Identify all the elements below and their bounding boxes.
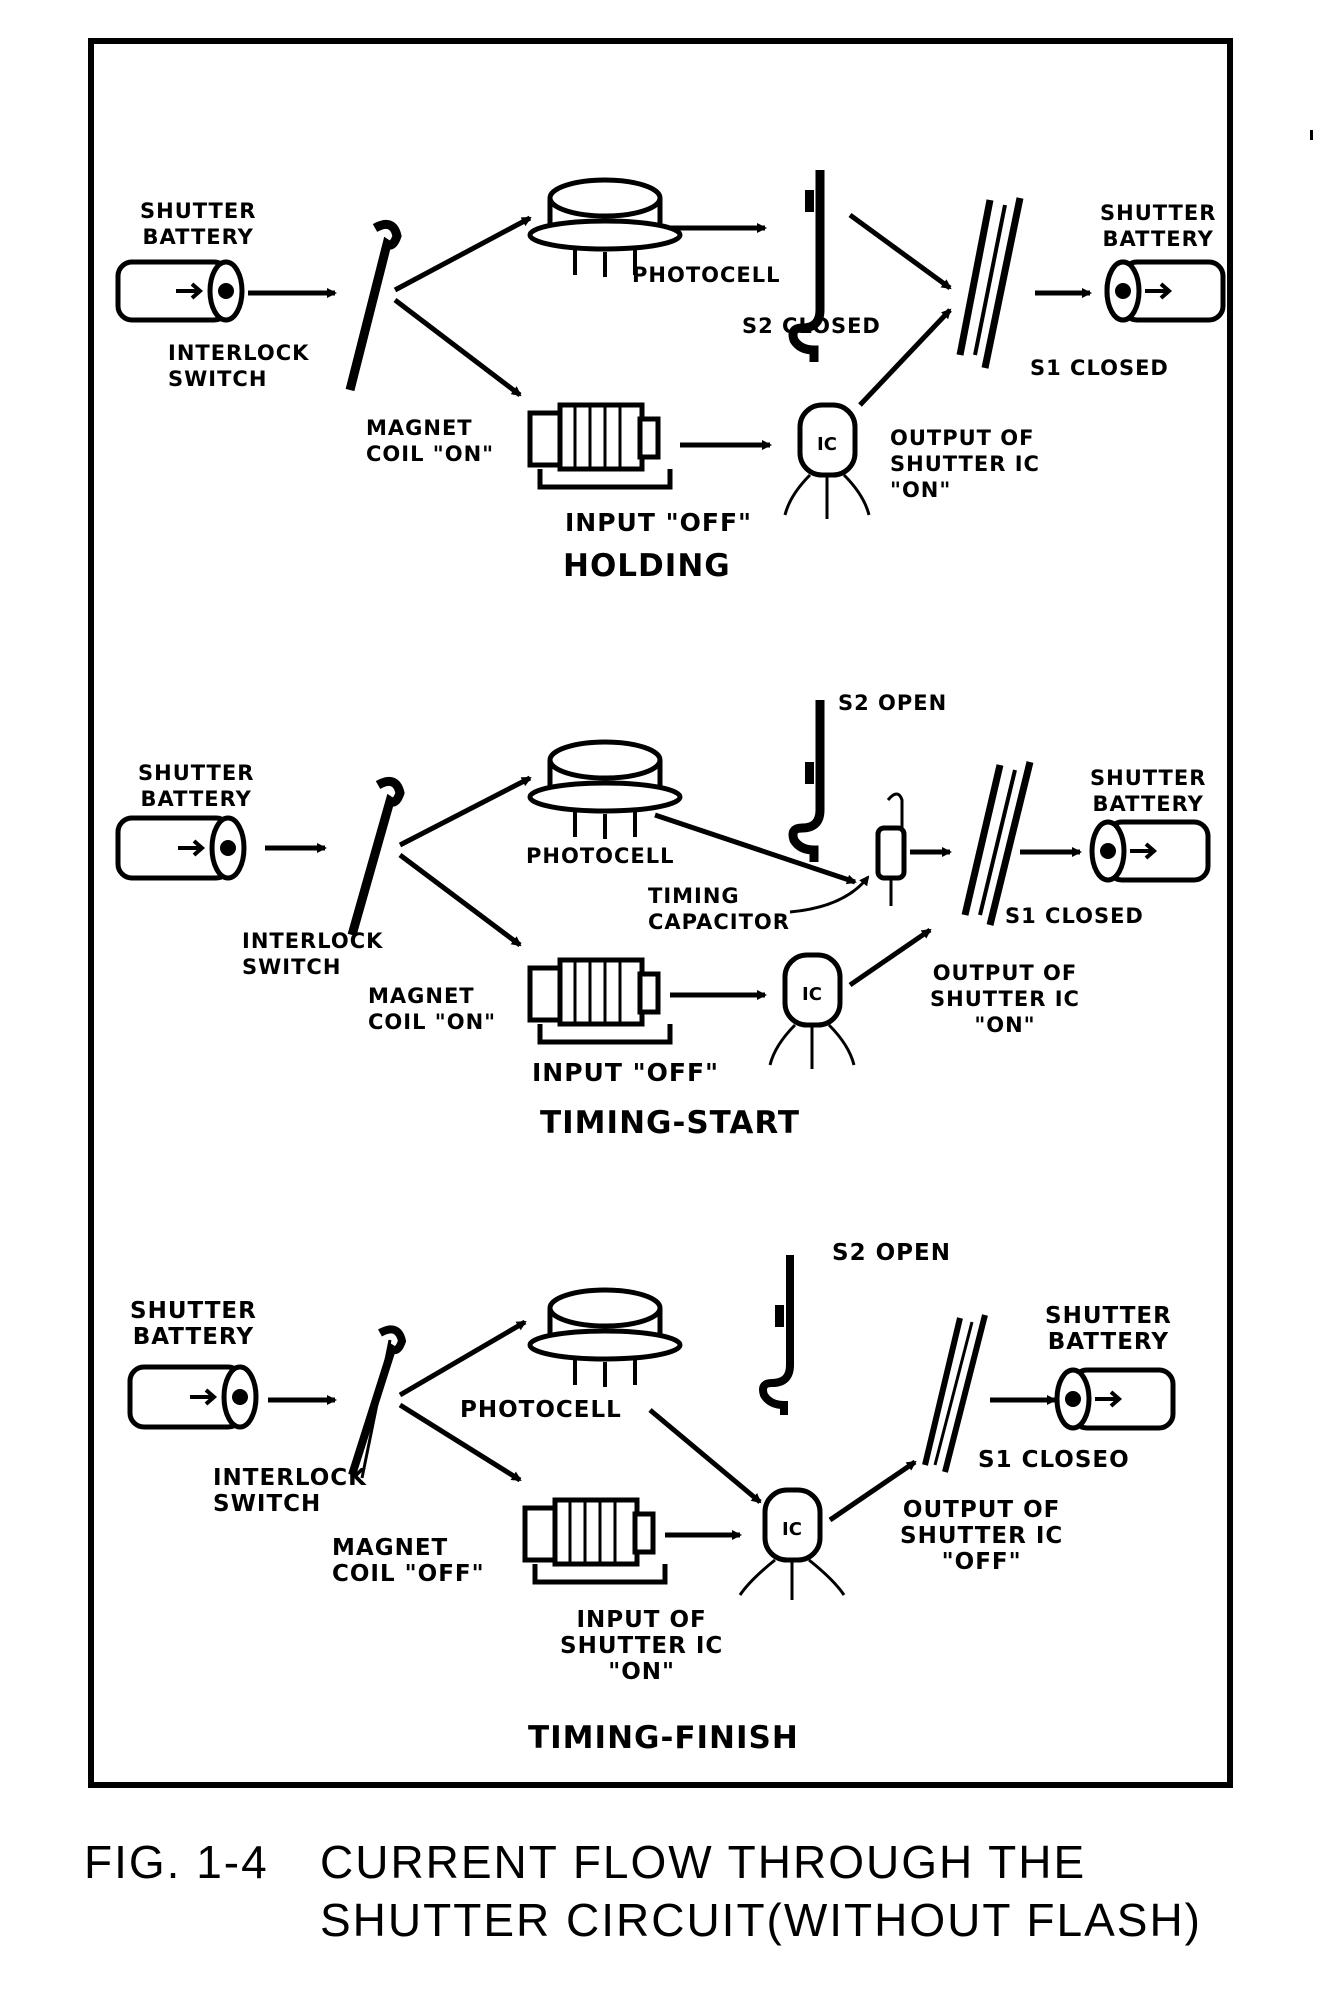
label-shutter-battery-out: SHUTTER BATTERY: [1100, 201, 1217, 251]
arrow: [398, 775, 532, 848]
panel-holding: IC: [115, 170, 1226, 519]
battery-icon: [1104, 259, 1226, 323]
arrow: [848, 927, 932, 988]
label-photocell: PHOTOCELL: [526, 844, 675, 868]
figure-frame: [88, 38, 1233, 1788]
label-ic-input: INPUT "OFF": [565, 508, 753, 537]
label-photocell: PHOTOCELL: [460, 1397, 622, 1423]
arrow: [789, 875, 870, 914]
label-ic-input: INPUT "OFF": [532, 1058, 720, 1087]
s2-switch-icon: [788, 170, 825, 362]
panel-title: TIMING-START: [540, 1105, 800, 1141]
s1-switch-icon: [956, 197, 1024, 369]
s2-switch-icon: [788, 700, 825, 862]
magnet-coil-icon: [522, 1497, 668, 1585]
figure-number: FIG. 1-4: [84, 1836, 269, 1888]
label-magnet-coil: MAGNET COIL "OFF": [332, 1535, 485, 1587]
photocell-icon: [527, 177, 683, 277]
battery-icon: [1089, 819, 1211, 883]
label-shutter-battery-in: SHUTTER BATTERY: [138, 761, 255, 811]
label-interlock-switch: INTERLOCK SWITCH: [242, 929, 384, 979]
arrow: [858, 308, 952, 407]
label-s1: S1 CLOSED: [1005, 904, 1144, 928]
label-interlock-switch: INTERLOCK SWITCH: [168, 341, 310, 391]
label-shutter-battery-out: SHUTTER BATTERY: [1045, 1303, 1172, 1355]
panel-title: TIMING-FINISH: [528, 1720, 799, 1756]
arrow: [398, 853, 522, 947]
ic-marking: IC: [817, 434, 837, 455]
label-magnet-coil: MAGNET COIL "ON": [368, 984, 497, 1034]
ic-marking: IC: [782, 1519, 802, 1540]
arrow: [398, 1402, 522, 1483]
arrow: [654, 812, 857, 885]
arrow: [648, 1408, 762, 1504]
interlock-switch-icon: [348, 1325, 407, 1479]
ic-marking: IC: [802, 984, 822, 1005]
panel-timing-finish: IC: [127, 1255, 1176, 1600]
scan-speck: [1310, 130, 1313, 140]
arrow: [848, 212, 952, 291]
photocell-icon: [527, 739, 683, 839]
label-shutter-battery-in: SHUTTER BATTERY: [130, 1298, 257, 1350]
arrow: [393, 215, 532, 293]
shutter-ic-icon: IC: [738, 1487, 846, 1600]
figure-caption-line-2: SHUTTER CIRCUIT(WITHOUT FLASH): [320, 1894, 1203, 1946]
label-shutter-battery-out: SHUTTER BATTERY: [1090, 766, 1207, 816]
shutter-ic-icon: IC: [768, 952, 856, 1069]
label-s1: S1 CLOSED: [1030, 356, 1169, 380]
s1-switch-icon: [961, 761, 1034, 926]
panel-title: HOLDING: [563, 548, 731, 584]
label-ic-output: OUTPUT OF SHUTTER IC "ON": [890, 426, 1040, 502]
magnet-coil-icon: [527, 402, 673, 490]
magnet-coil-icon: [527, 957, 673, 1045]
battery-icon: [115, 815, 247, 881]
interlock-switch-icon: [345, 219, 402, 392]
label-s2: S2 CLOSED: [742, 314, 881, 338]
label-timing-capacitor: TIMING CAPACITOR: [648, 884, 790, 934]
s1-switch-icon: [922, 1314, 988, 1473]
label-s2: S2 OPEN: [838, 691, 948, 715]
label-shutter-battery-in: SHUTTER BATTERY: [140, 199, 257, 249]
label-ic-input: INPUT OF SHUTTER IC "ON": [560, 1607, 724, 1685]
battery-icon: [127, 1364, 259, 1430]
arrow: [393, 298, 522, 397]
battery-icon: [115, 259, 245, 323]
label-ic-output: OUTPUT OF SHUTTER IC "OFF": [900, 1497, 1064, 1575]
label-photocell: PHOTOCELL: [632, 263, 781, 287]
arrow: [398, 1319, 527, 1398]
panel-timing-start: IC: [115, 700, 1211, 1069]
arrow: [828, 1459, 917, 1523]
label-magnet-coil: MAGNET COIL "ON": [366, 416, 495, 466]
timing-capacitor-icon: [875, 792, 907, 906]
photocell-icon: [527, 1287, 683, 1387]
figure-caption-line-1: CURRENT FLOW THROUGH THE: [320, 1836, 1087, 1888]
label-s1: S1 CLOSEO: [978, 1447, 1130, 1473]
interlock-switch-icon: [347, 776, 405, 937]
battery-icon: [1054, 1367, 1176, 1431]
s2-switch-icon: [759, 1255, 794, 1415]
label-s2: S2 OPEN: [832, 1240, 951, 1266]
label-interlock-switch: INTERLOCK SWITCH: [213, 1465, 368, 1517]
shutter-ic-icon: IC: [783, 402, 871, 519]
label-ic-output: OUTPUT OF SHUTTER IC "ON": [930, 961, 1080, 1037]
